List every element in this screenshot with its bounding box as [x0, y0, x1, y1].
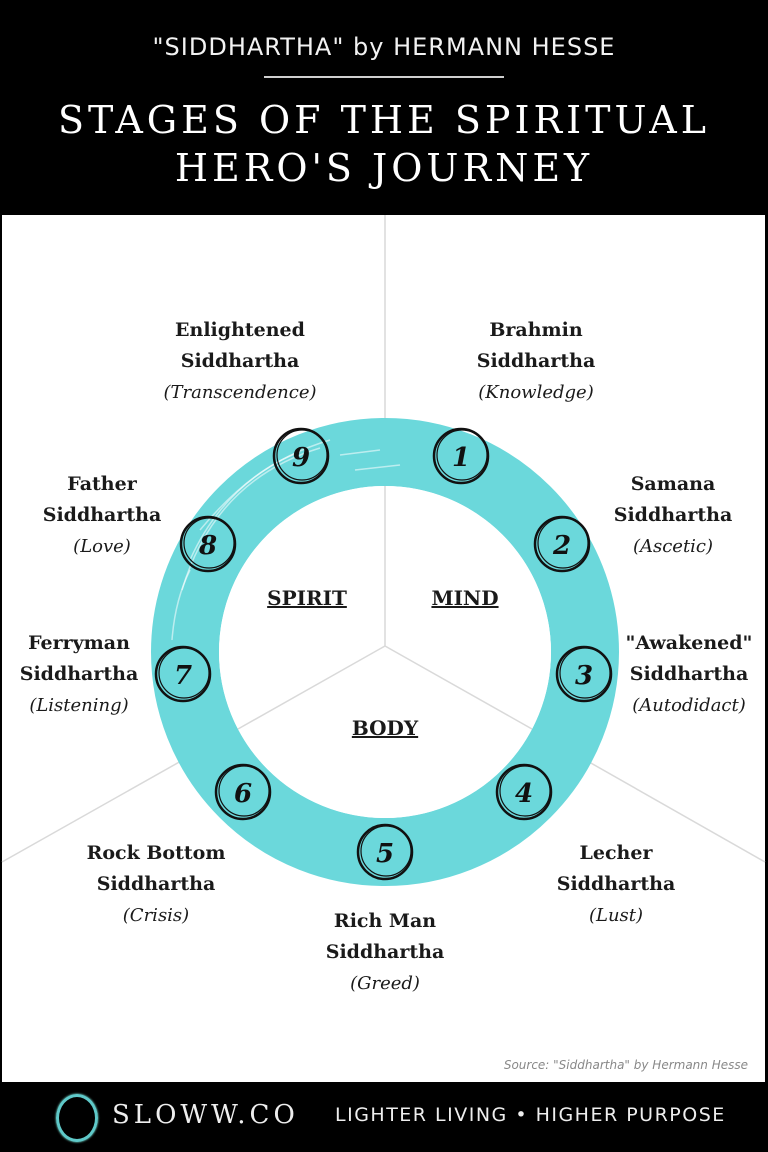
stage-marker-1: 1 — [432, 427, 490, 485]
title-line-2: HERO'S JOURNEY — [174, 146, 594, 190]
stage-marker-ring-inner — [436, 429, 488, 481]
stage-marker-ring-inner — [276, 429, 328, 481]
stage-number: 3 — [575, 661, 593, 691]
ring-inner-fill — [219, 486, 551, 818]
stage-number: 4 — [515, 779, 533, 809]
stage-marker-ring — [272, 427, 330, 485]
stage-label-7: Ferryman Siddhartha (Listening) — [19, 632, 139, 716]
stage-label-1: Brahmin Siddhartha (Knowledge) — [476, 319, 596, 403]
stage-marker-5: 5 — [356, 823, 414, 881]
stage-label-2: Samana Siddhartha (Ascetic) — [613, 473, 733, 557]
stage-label-9: Enlightened Siddhartha (Transcendence) — [163, 319, 317, 403]
title-line-1: STAGES OF THE SPIRITUAL — [58, 98, 710, 142]
header: "SIDDHARTHA" by HERMANN HESSE STAGES OF … — [0, 0, 768, 215]
stage-marker-ring-inner — [559, 647, 611, 699]
sector-mind: MIND — [431, 586, 499, 610]
stage-marker-ring-inner — [183, 517, 235, 569]
stage-markers: 1 2 3 4 5 6 7 8 9 — [154, 427, 613, 881]
stage-marker-ring-inner — [158, 647, 210, 699]
stage-marker-ring — [356, 823, 414, 881]
stage-label-6: Rock Bottom Siddhartha (Crisis) — [86, 842, 226, 926]
stage-marker-ring — [179, 515, 237, 573]
stage-marker-3: 3 — [555, 645, 613, 703]
stage-number: 7 — [174, 661, 192, 691]
stage-number: 6 — [234, 779, 252, 809]
footer: SLOWW.CO LIGHTER LIVING • HIGHER PURPOSE — [0, 1084, 768, 1152]
stage-number: 8 — [198, 531, 217, 561]
stage-marker-ring — [495, 763, 553, 821]
stage-number: 9 — [292, 443, 310, 473]
stage-marker-7: 7 — [154, 645, 212, 703]
stage-marker-ring — [555, 645, 613, 703]
stage-marker-ring-inner — [360, 825, 412, 877]
sector-body: BODY — [351, 716, 419, 740]
stage-marker-ring-inner — [218, 765, 270, 817]
stage-label-4: Lecher Siddhartha (Lust) — [556, 842, 676, 926]
stage-marker-ring — [533, 515, 591, 573]
stage-number: 1 — [452, 443, 470, 473]
tagline: LIGHTER LIVING • HIGHER PURPOSE — [335, 1104, 726, 1126]
stage-marker-4: 4 — [495, 763, 553, 821]
stage-label-3: "Awakened" Siddhartha (Autodidact) — [625, 632, 753, 716]
sector-spirit: SPIRIT — [267, 586, 347, 610]
stage-marker-2: 2 — [533, 515, 591, 573]
stage-marker-ring — [214, 763, 272, 821]
stage-marker-8: 8 — [179, 515, 237, 573]
stage-marker-ring-inner — [537, 517, 589, 569]
divider-right-inner — [384, 645, 533, 730]
source-note: Source: "Siddhartha" by Hermann Hesse — [503, 1058, 748, 1072]
book-subtitle: "SIDDHARTHA" by HERMANN HESSE — [152, 33, 616, 61]
logo-ring-icon — [56, 1094, 98, 1142]
stage-marker-9: 9 — [272, 427, 330, 485]
header-divider — [264, 76, 504, 78]
stage-number: 2 — [552, 531, 571, 561]
journey-ring — [151, 418, 619, 886]
stage-label-8: Father Siddhartha (Love) — [42, 473, 162, 557]
brand-name[interactable]: SLOWW.CO — [112, 1100, 299, 1130]
stage-label-5: Rich Man Siddhartha (Greed) — [325, 910, 445, 994]
page-title: STAGES OF THE SPIRITUAL HERO'S JOURNEY — [0, 96, 768, 192]
stage-number: 5 — [376, 839, 394, 869]
stage-marker-ring-inner — [499, 765, 551, 817]
stage-marker-ring — [154, 645, 212, 703]
divider-left-inner — [237, 645, 386, 730]
stage-marker-6: 6 — [214, 763, 272, 821]
stage-marker-ring — [432, 427, 490, 485]
